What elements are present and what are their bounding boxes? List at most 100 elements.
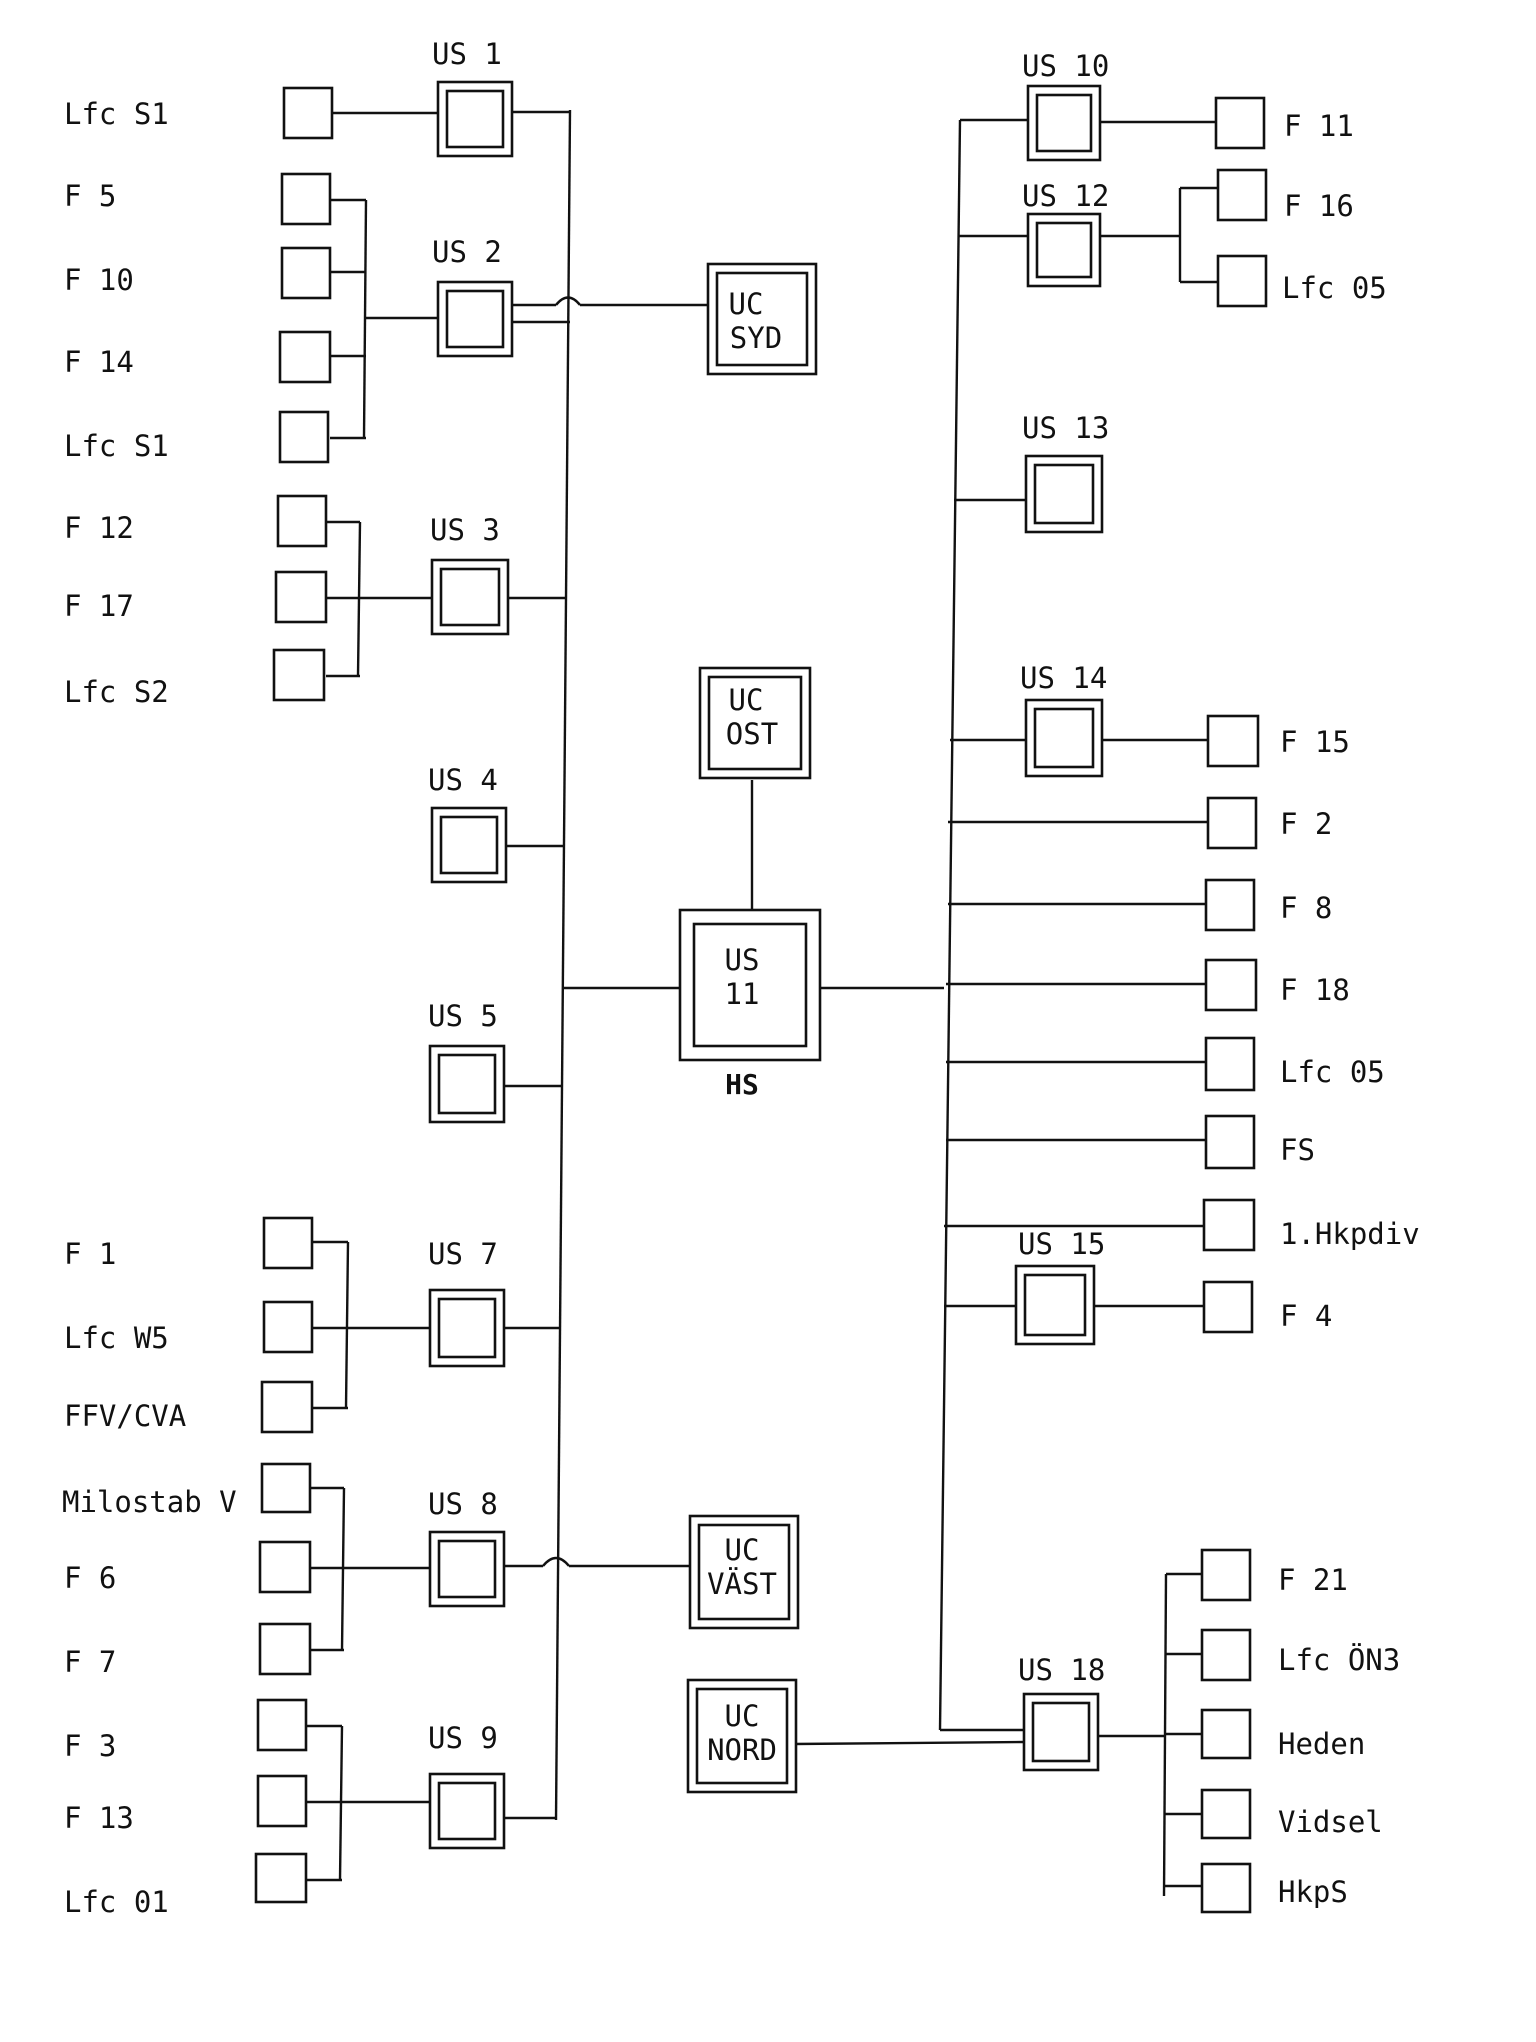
us18-box (1022, 1692, 1100, 1772)
us13-box (1024, 454, 1104, 534)
node-milostab-v-label: Milostab V (62, 1485, 237, 1519)
trunk-crossover-syd (555, 296, 581, 306)
right-trunk-line (938, 119, 962, 1731)
us15-label: US 15 (1018, 1227, 1105, 1261)
node-f4-label: F 4 (1280, 1299, 1332, 1333)
us11-label-line1: US (725, 943, 760, 977)
uc-ost-label-line2: OST (726, 717, 778, 751)
terminal-f6 (258, 1540, 312, 1594)
us18-label: US 18 (1018, 1653, 1105, 1687)
us1-box (436, 80, 514, 158)
node-f11-label: F 11 (1284, 109, 1354, 143)
terminal-lfc-05-top (1216, 254, 1268, 308)
node-f16-label: F 16 (1284, 189, 1354, 223)
terminal-f2 (1206, 796, 1258, 850)
terminal-hkps (1200, 1862, 1252, 1914)
node-f13-label: F 13 (64, 1801, 134, 1835)
terminal-lfc-w5 (262, 1300, 314, 1354)
terminal-lfc-on3 (1200, 1628, 1252, 1682)
uc-syd-box (706, 262, 818, 376)
terminal-f10 (280, 246, 332, 300)
node-f14-label: F 14 (64, 345, 134, 379)
us10-box (1026, 84, 1102, 162)
uc-nord-label-line1: UC (725, 1699, 760, 1733)
uc-vast-label-line1: UC (725, 1533, 760, 1567)
us1-label: US 1 (432, 37, 502, 71)
us3-label: US 3 (430, 513, 500, 547)
node-f17-label: F 17 (64, 589, 134, 623)
terminal-f13 (256, 1774, 308, 1828)
us14-label: US 14 (1020, 661, 1107, 695)
us8-label: US 8 (428, 1487, 498, 1521)
terminal-f8 (1204, 878, 1256, 932)
node-lfc-s2-label: Lfc S2 (64, 675, 169, 709)
us4-label: US 4 (428, 763, 498, 797)
node-f18-label: F 18 (1280, 973, 1350, 1007)
us8-box (428, 1530, 506, 1608)
terminal-ffv-cva (260, 1380, 314, 1434)
node-lfc-w5-label: Lfc W5 (64, 1321, 169, 1355)
terminal-f12 (276, 494, 328, 548)
terminal-f15 (1206, 714, 1260, 768)
terminal-f11 (1214, 96, 1266, 150)
bracket-us8 (340, 1487, 346, 1651)
us12-box (1026, 212, 1102, 288)
node-f2-label: F 2 (1280, 807, 1332, 841)
node-hkpdiv-label: 1.Hkpdiv (1280, 1217, 1420, 1251)
uc-vast-box (688, 1514, 800, 1630)
uc-nord-box (686, 1678, 798, 1794)
hs-caption: HS (725, 1068, 759, 1101)
us5-label: US 5 (428, 999, 498, 1033)
bracket-us7 (344, 1241, 350, 1409)
terminal-milostab-v (260, 1462, 312, 1514)
terminal-f5 (280, 172, 332, 226)
us9-label: US 9 (428, 1721, 498, 1755)
us5-box (428, 1044, 506, 1124)
link-ucnord-us18 (793, 1740, 1025, 1746)
terminal-lfc-01 (254, 1852, 308, 1904)
node-f12-label: F 12 (64, 511, 134, 545)
terminal-f18 (1204, 958, 1258, 1012)
terminal-vidsel (1200, 1788, 1252, 1840)
node-heden-label: Heden (1278, 1727, 1365, 1761)
node-hkps-label: HkpS (1278, 1875, 1348, 1909)
terminal-lfc-s1-top (282, 86, 334, 140)
bracket-us2 (362, 199, 368, 439)
bracket-us3 (356, 521, 362, 677)
us2-box (436, 280, 514, 358)
node-lfc-01-label: Lfc 01 (64, 1885, 169, 1919)
terminal-fs (1204, 1114, 1256, 1170)
terminal-lfc-s1 (278, 410, 330, 464)
node-f21-label: F 21 (1278, 1563, 1348, 1597)
terminal-f1 (262, 1216, 314, 1270)
us2-label: US 2 (432, 235, 502, 269)
left-trunk-line (554, 109, 572, 1821)
node-lfc-s1-top-label: Lfc S1 (64, 97, 169, 131)
node-f5-label: F 5 (64, 179, 116, 213)
us15-box (1014, 1264, 1096, 1346)
node-ffv-cva-label: FFV/CVA (64, 1399, 186, 1433)
bracket-us9 (338, 1725, 344, 1881)
uc-nord-label-line2: NORD (707, 1733, 777, 1767)
terminal-lfc-s2 (272, 648, 326, 702)
us10-label: US 10 (1022, 49, 1109, 83)
us12-label: US 12 (1022, 179, 1109, 213)
node-vidsel-label: Vidsel (1278, 1805, 1383, 1839)
node-f7-label: F 7 (64, 1645, 116, 1679)
terminal-f21 (1200, 1548, 1252, 1602)
us4-box (430, 806, 508, 884)
us14-box (1024, 698, 1104, 778)
node-lfc-s1-label: Lfc S1 (64, 429, 169, 463)
node-f6-label: F 6 (64, 1561, 116, 1595)
node-lfc-05-label: Lfc 05 (1280, 1055, 1385, 1089)
terminal-lfc-05 (1204, 1036, 1256, 1092)
us3-box (430, 558, 510, 636)
node-f15-label: F 15 (1280, 725, 1350, 759)
us13-label: US 13 (1022, 411, 1109, 445)
trunk-crossover-vast (542, 1556, 570, 1567)
us11-box (678, 908, 822, 1062)
terminal-f7 (258, 1622, 312, 1676)
us7-box (428, 1288, 506, 1368)
uc-ost-box (698, 666, 812, 780)
